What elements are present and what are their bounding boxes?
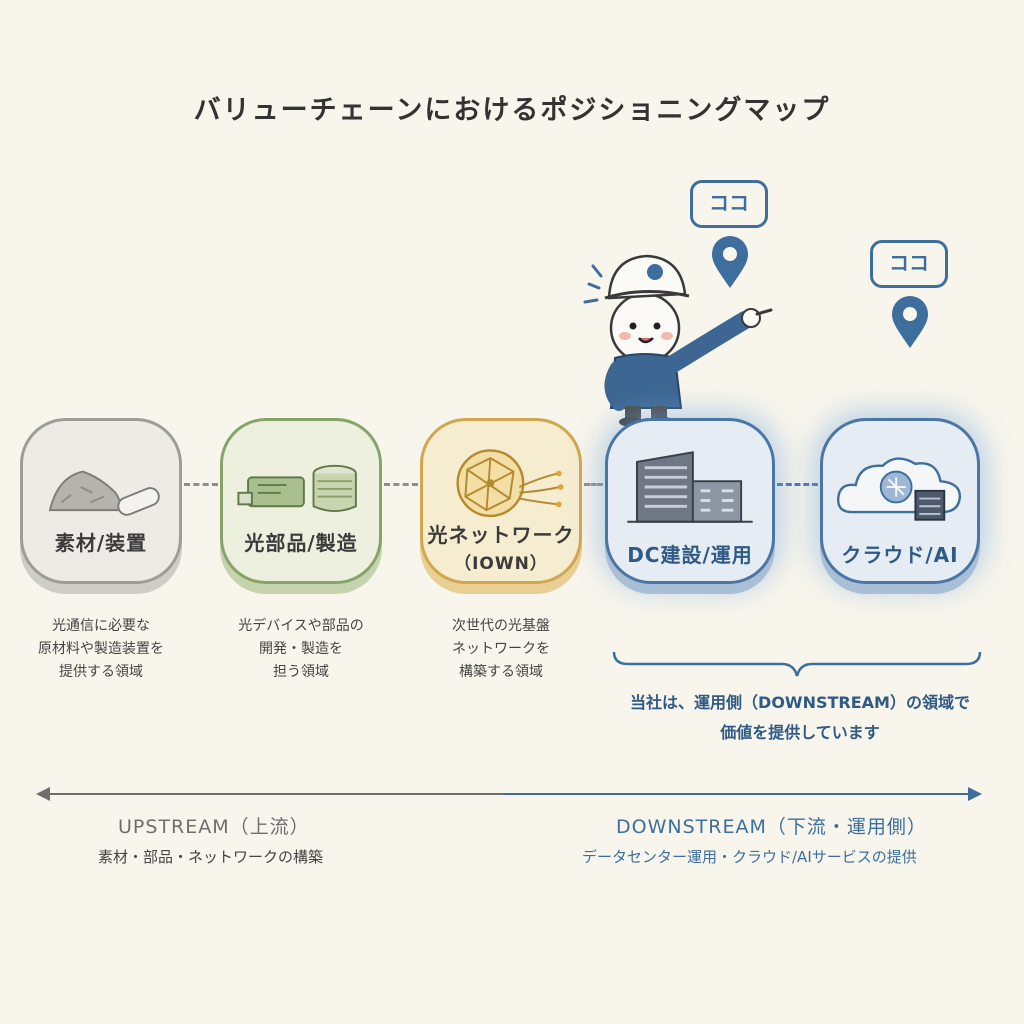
marker-bubble-cloud: ココ (870, 240, 948, 288)
stage-description-network: 次世代の光基盤 ネットワークを 構築する領域 (452, 618, 550, 680)
stage-label: 光部品/製造 (244, 531, 358, 555)
stage-card-datacenter: DC建設/運用 (605, 418, 775, 584)
upstream-label: UPSTREAM（上流） (118, 816, 310, 838)
stage-label: 光ネットワーク (427, 523, 575, 547)
fiber-network-icon (456, 449, 564, 518)
stage-card-materials: 素材/装置 (20, 418, 182, 584)
optical-module-icon (237, 464, 357, 513)
connector-1 (184, 483, 218, 486)
connector-2 (384, 483, 418, 486)
building-icon (627, 451, 753, 523)
mascot-engineer-icon (583, 254, 773, 427)
connector-4 (777, 483, 818, 486)
connector-3 (584, 483, 603, 486)
company-note: 当社は、運用側（DOWNSTREAM）の領域で 価値を提供しています (630, 693, 970, 742)
upstream-sub: 素材・部品・ネットワークの構築 (98, 848, 324, 866)
stage-label: DC建設/運用 (627, 543, 753, 567)
stage-card-components: 光部品/製造 (220, 418, 382, 584)
stage-card-network: 光ネットワーク （IOWN） (420, 418, 582, 584)
stage-description-materials: 光通信に必要な 原材料や製造装置を 提供する領域 (38, 618, 164, 680)
location-pin-icon (892, 296, 928, 348)
cloud-ai-icon (836, 457, 961, 521)
stage-description-components: 光デバイスや部品の 開発・製造を 担う領域 (238, 618, 364, 680)
location-pin-icon (712, 236, 748, 288)
downstream-label: DOWNSTREAM（下流・運用側） (616, 816, 927, 838)
stage-label: 素材/装置 (54, 531, 148, 555)
value-chain-axis (36, 787, 982, 801)
stage-label: クラウド/AI (841, 543, 959, 567)
downstream-sub: データセンター運用・クラウド/AIサービスの提供 (582, 848, 917, 866)
page-title: バリューチェーンにおけるポジショニングマップ (193, 95, 831, 126)
downstream-brace (612, 651, 982, 677)
stage-label-sub: （IOWN） (454, 554, 548, 574)
marker-bubble-dc: ココ (690, 180, 768, 228)
stage-card-cloud-ai: クラウド/AI (820, 418, 980, 584)
rock-pile-icon (48, 470, 160, 516)
